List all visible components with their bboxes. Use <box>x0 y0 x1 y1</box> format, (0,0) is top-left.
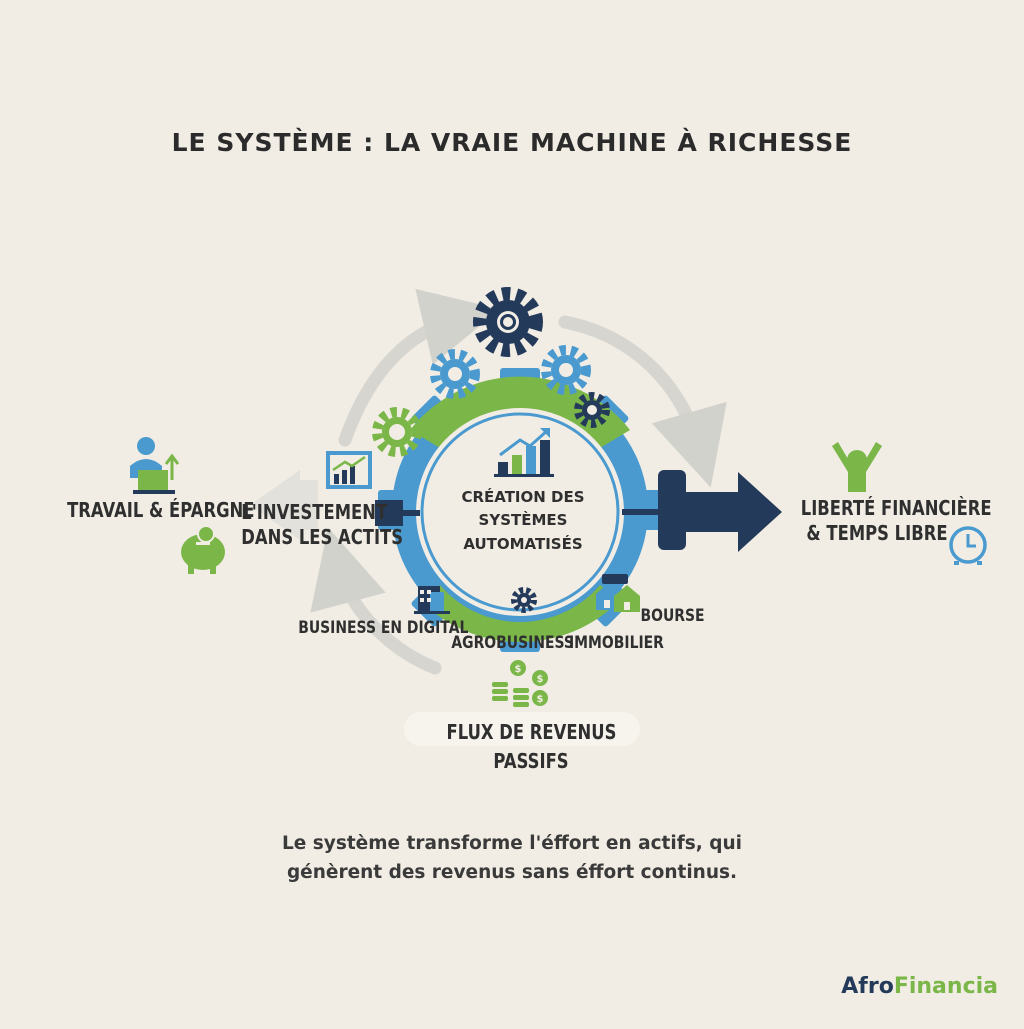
connector-left <box>375 500 420 526</box>
investment-chart-icon <box>326 451 372 489</box>
center-label-line1: CRÉATION DES <box>461 488 585 506</box>
label-flux-line1: FLUX DE REVENUS <box>446 720 617 744</box>
svg-text:$: $ <box>537 694 544 705</box>
label-freedom: LIBERTÉ FINANCIÈRE & TEMPS LIBRE <box>800 496 992 546</box>
arrow-right-icon <box>622 470 782 552</box>
svg-text:$: $ <box>515 664 522 675</box>
cycle-arrow-bottom-left <box>310 527 442 675</box>
cycle-arrow-top-left <box>338 288 500 447</box>
label-freedom-line1: LIBERTÉ FINANCIÈRE <box>800 496 992 520</box>
gear-icon <box>372 287 610 613</box>
growth-chart-icon <box>494 428 554 477</box>
page-title: LE SYSTÈME : LA VRAIE MACHINE À RICHESSE <box>171 128 853 157</box>
worker-laptop-icon <box>130 437 180 494</box>
label-invest: L'INVESTEMENT DANS LES ACTITS <box>241 500 404 550</box>
label-invest-line1: L'INVESTEMENT <box>241 500 388 524</box>
cycle-arrow-top-right <box>558 315 727 488</box>
flux-highlight <box>404 712 640 746</box>
caption-line2: génèrent des revenus sans éffort continu… <box>286 861 738 883</box>
brand-logo: AfroFinancia <box>841 974 998 999</box>
city-building-icon <box>414 586 450 614</box>
label-immobilier: IMMOBILIER <box>569 633 664 653</box>
cheering-person-icon <box>832 442 882 492</box>
caption-line1: Le système transforme l'éffort en actifs… <box>281 833 743 854</box>
center-label-line3: AUTOMATISÉS <box>463 534 583 553</box>
brand-part2: Financia <box>893 974 998 999</box>
cycle-arrows <box>310 288 727 675</box>
label-work: TRAVAIL & ÉPARGNE <box>67 498 255 522</box>
arrow-to-work <box>250 470 318 540</box>
label-bourse: BOURSE <box>640 606 705 626</box>
center-label: CRÉATION DES SYSTÈMES AUTOMATISÉS <box>430 486 616 556</box>
label-digital: BUSINESS EN DIGITAL <box>298 618 469 638</box>
svg-text:$: $ <box>537 674 544 685</box>
label-flux: FLUX DE REVENUS PASSIFS <box>446 718 617 776</box>
houses-icon <box>596 574 640 612</box>
label-flux-line2: PASSIFS <box>493 749 569 773</box>
brand-part1: Afro <box>841 974 894 999</box>
label-agro: AGROBUSINESS <box>451 633 574 653</box>
clock-icon <box>949 526 987 565</box>
piggy-bank-icon <box>181 525 225 574</box>
label-freedom-line2: & TEMPS LIBRE <box>806 521 948 545</box>
center-label-line2: SYSTÈMES <box>478 511 568 530</box>
coins-icon: $ $ $ <box>492 660 548 707</box>
caption: Le système transforme l'éffort en actifs… <box>0 830 1024 887</box>
label-invest-line2: DANS LES ACTITS <box>241 525 404 549</box>
